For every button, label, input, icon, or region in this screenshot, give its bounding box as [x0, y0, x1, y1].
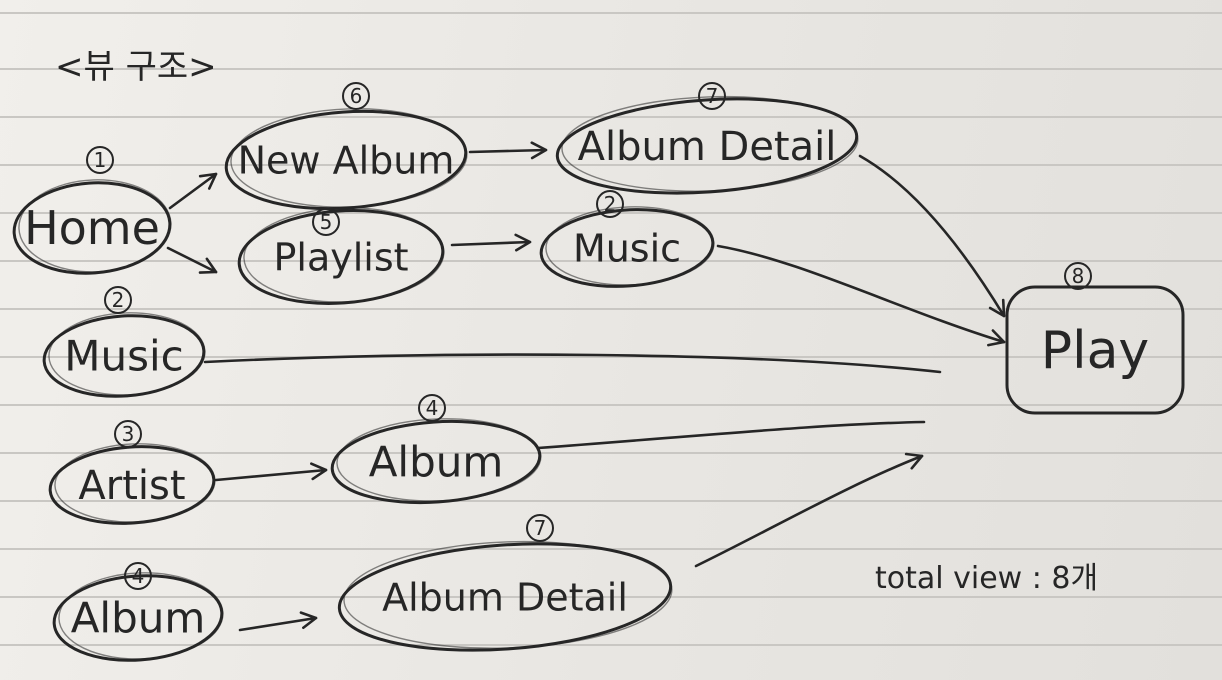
node-label: Album	[71, 594, 206, 643]
node-label: New Album	[238, 138, 455, 182]
node-number-badge: 6	[342, 82, 370, 110]
edge-new-album-to-album-detail-top	[468, 141, 548, 160]
node-album: Album 4	[52, 562, 224, 662]
node-ellipse	[555, 97, 859, 195]
arrow-head-icon	[987, 329, 1006, 347]
node-number: 2	[604, 192, 617, 216]
node-number-badge: 2	[104, 286, 132, 314]
node-artist: Artist 3	[48, 420, 216, 525]
edge-line	[450, 240, 532, 247]
total-view-note: total view : 8개	[875, 561, 1098, 596]
node-label: Play	[1041, 321, 1149, 381]
node-label: Album Detail	[382, 575, 628, 619]
node-ellipse	[237, 209, 445, 305]
node-number: 6	[350, 84, 363, 108]
node-number: 8	[1072, 264, 1085, 288]
node-number: 3	[122, 422, 135, 446]
node-ellipse	[52, 574, 224, 662]
node-label: Music	[573, 226, 681, 270]
node-ellipse-sketch	[58, 572, 224, 660]
diagram-title: <뷰 구조>	[55, 47, 217, 87]
node-number: 7	[534, 516, 547, 540]
node-label: Home	[24, 201, 160, 255]
edge-line	[858, 154, 1006, 318]
arrow-head-icon	[904, 452, 924, 470]
node-number-badge: 2	[596, 190, 624, 218]
edge-line	[716, 244, 1006, 344]
node-ellipse-sketch	[561, 95, 859, 192]
edge-music-top-to-play	[716, 244, 1006, 347]
arrow-head-icon	[530, 141, 548, 160]
node-number: 5	[320, 210, 333, 234]
edge-line	[166, 246, 218, 274]
node-number-badge: 5	[312, 208, 340, 236]
node-number: 4	[426, 396, 439, 420]
node-number-badge: 1	[86, 146, 114, 174]
edge-playlist-to-music-top	[450, 233, 532, 252]
node-ellipse	[42, 314, 206, 398]
edge-album-to-album-detail-bottom	[238, 611, 318, 632]
arrow-head-icon	[299, 611, 318, 630]
edge-home-to-playlist	[166, 246, 218, 274]
node-ellipse-sketch	[243, 207, 445, 303]
node-number: 4	[132, 564, 145, 588]
edge-album-mid-to-play	[536, 420, 926, 450]
node-music-top: Music 2	[539, 190, 715, 288]
node-number: 2	[112, 288, 125, 312]
node-label: Playlist	[273, 235, 408, 279]
node-play: Play 8	[1005, 262, 1185, 415]
edge-artist-to-album-mid	[214, 462, 328, 482]
edge-album-detail-top-to-play	[858, 154, 1006, 318]
node-ellipse-sketch	[343, 540, 673, 649]
edge-line	[214, 468, 328, 482]
node-ellipse-sketch	[48, 312, 206, 396]
node-number: 1	[94, 148, 107, 172]
node-ellipse	[539, 208, 715, 288]
node-album-detail-bottom: Album Detail 7	[337, 514, 673, 652]
node-number-badge: 7	[526, 514, 554, 542]
node-label: Album	[369, 438, 504, 487]
edge-line	[468, 148, 548, 154]
arrow-head-icon	[988, 298, 1006, 318]
node-new-album: New Album 6	[224, 82, 468, 211]
node-album-mid: Album 4	[330, 394, 542, 505]
node-label: Artist	[78, 463, 185, 509]
node-music: Music 2	[42, 286, 206, 398]
node-ellipse	[330, 419, 542, 505]
node-label: Album Detail	[578, 124, 837, 170]
edge-line	[168, 172, 218, 210]
edge-music-to-play	[203, 353, 942, 374]
node-ellipse-sketch	[545, 206, 715, 286]
edge-line	[536, 420, 926, 450]
node-ellipse	[12, 181, 172, 275]
edges-layer	[166, 141, 1006, 632]
node-box	[1005, 285, 1185, 415]
node-ellipse-sketch	[230, 108, 468, 208]
node-label: Music	[64, 332, 184, 381]
node-number-badge: 7	[698, 82, 726, 110]
arrow-head-icon	[198, 257, 218, 274]
arrow-head-icon	[514, 233, 532, 252]
edge-line	[694, 454, 924, 568]
arrow-head-icon	[310, 462, 328, 481]
edge-home-to-new-album	[168, 172, 218, 210]
node-number-badge: 4	[418, 394, 446, 422]
node-number-badge: 3	[114, 420, 142, 448]
edge-line	[238, 616, 318, 632]
arrow-head-icon	[198, 172, 218, 190]
node-home: Home 1	[12, 146, 172, 275]
node-ellipse-sketch	[54, 443, 216, 523]
node-ellipse-sketch	[18, 179, 172, 273]
edge-line	[203, 353, 942, 374]
edge-album-detail-bottom-to-play	[694, 452, 924, 568]
node-number: 7	[706, 84, 719, 108]
node-album-detail-top: Album Detail 7	[555, 82, 859, 195]
node-number-badge: 8	[1064, 262, 1092, 290]
node-number-badge: 4	[124, 562, 152, 590]
